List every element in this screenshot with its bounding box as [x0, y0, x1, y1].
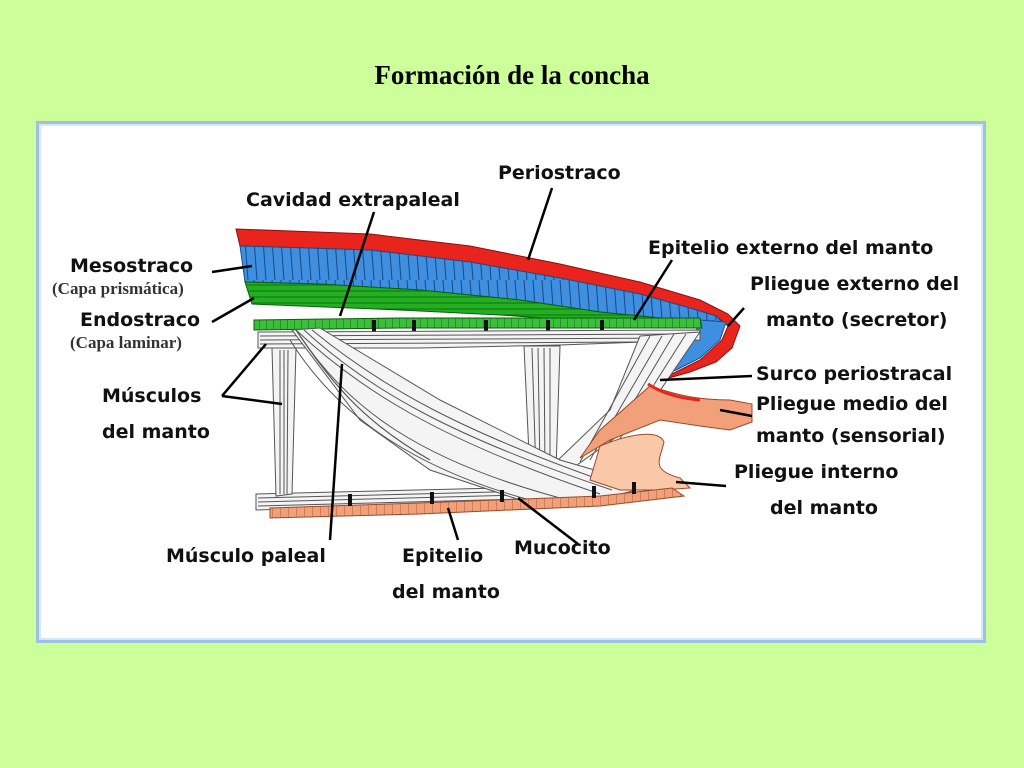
inner-epithelium-mucocytes: [348, 482, 636, 506]
label-mesostraco: Mesostraco: [70, 255, 193, 277]
label-pliegue-externo-1: Pliegue externo del: [750, 273, 959, 295]
label-musculos-1: Músculos: [102, 385, 201, 407]
label-pliegue-medio-2: manto (sensorial): [756, 425, 946, 447]
label-capa-laminar: (Capa laminar): [70, 333, 182, 352]
label-epitelio-2: del manto: [392, 581, 500, 603]
outer-epithelium: [253, 317, 703, 331]
label-pliegue-externo-2: manto (secretor): [766, 309, 947, 331]
label-pliegue-interno-1: Pliegue interno: [734, 461, 898, 483]
shell-layers: [235, 228, 741, 384]
outer-epithelium-mucocytes: [372, 320, 604, 332]
mantle-muscle-tissue: [255, 327, 701, 511]
label-pliegue-medio-1: Pliegue medio del: [756, 393, 948, 415]
label-mucocito: Mucocito: [514, 537, 611, 559]
label-capa-prismatica: (Capa prismática): [52, 279, 184, 298]
label-cavidad-extrapaleal: Cavidad extrapaleal: [246, 189, 460, 211]
diagram-frame: [36, 121, 986, 643]
middle-fold: [579, 385, 753, 459]
label-musculo-paleal: Músculo paleal: [166, 545, 326, 567]
page-title: Formación de la concha: [374, 60, 650, 90]
leader-lines: [211, 187, 753, 545]
label-pliegue-interno-2: del manto: [770, 497, 878, 519]
inner-fold: [589, 433, 692, 491]
label-surco-periostracal: Surco periostracal: [756, 363, 952, 385]
label-epitelio-1: Epitelio: [402, 545, 483, 567]
label-musculos-2: del manto: [102, 421, 210, 443]
surco-curve: [647, 382, 701, 402]
inner-epithelium: [269, 487, 686, 519]
label-endostraco: Endostraco: [80, 309, 200, 331]
label-epitelio-externo: Epitelio externo del manto: [648, 237, 933, 259]
label-periostraco: Periostraco: [498, 162, 621, 184]
